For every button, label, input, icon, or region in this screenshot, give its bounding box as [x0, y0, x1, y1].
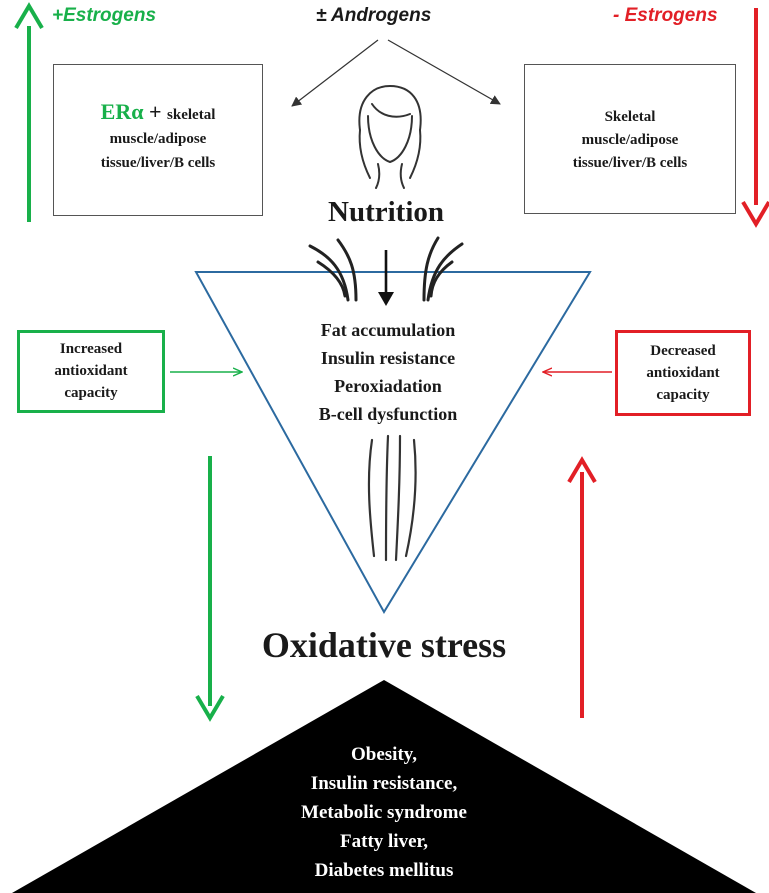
nutrition-flow-icon: [308, 236, 464, 302]
skeletal-line2: muscle/adipose: [581, 132, 679, 148]
era-line3: tissue/liver/B cells: [100, 155, 216, 171]
outcomes-list: Obesity, Insulin resistance, Metabolic s…: [244, 740, 524, 885]
woman-head-icon: [358, 84, 422, 189]
androgen-arrow-right: [387, 39, 501, 105]
estrogen-increase-arrow: [14, 2, 44, 222]
era-line2: muscle/adipose: [109, 131, 207, 147]
skeletal-line3: tissue/liver/B cells: [572, 155, 688, 171]
funnel-item: Peroxiadation: [334, 376, 442, 396]
era-tissue-text: ERα + skeletal muscle/adipose tissue/liv…: [53, 100, 263, 175]
increased-line3: capacity: [64, 385, 118, 401]
decreased-capacity-box: [615, 330, 751, 416]
androgens-label: ± Androgens: [316, 5, 432, 26]
funnel-triangle: [194, 271, 592, 614]
decreased-line3: capacity: [656, 387, 710, 403]
funnel-items: Fat accumulation Insulin resistance Pero…: [268, 316, 508, 428]
increased-line1: Increased: [59, 341, 123, 357]
outcome-item: Insulin resistance,: [310, 773, 458, 794]
outcome-item: Fatty liver,: [340, 831, 428, 852]
outcomes-pyramid: [12, 680, 756, 893]
decreased-line1: Decreased: [650, 343, 716, 359]
skeletal-line1: Skeletal: [604, 109, 656, 125]
funnel-item: Fat accumulation: [320, 320, 456, 340]
skeletal-tissue-box: [524, 64, 736, 214]
androgen-arrow-left: [291, 39, 379, 107]
increased-capacity-box: [17, 330, 165, 413]
era-tissue-box: [53, 64, 263, 216]
oxidative-stress-label: Oxidative stress: [261, 625, 507, 665]
outcome-item: Metabolic syndrome: [301, 802, 467, 823]
red-up-arrow: [567, 456, 597, 718]
funnel-item: B-cell dysfunction: [318, 404, 458, 424]
increased-line2: antioxidant: [54, 363, 128, 379]
era-plus: +: [143, 99, 168, 124]
increased-capacity-text: Increased antioxidant capacity: [17, 338, 165, 404]
estrogen-decrease-arrow: [741, 8, 769, 228]
skeletal-tissue-text: Skeletal muscle/adipose tissue/liver/B c…: [524, 106, 736, 175]
funnel-item: Insulin resistance: [320, 348, 456, 368]
plus-estrogens-label: +Estrogens: [52, 5, 157, 26]
outcome-item: Obesity,: [351, 744, 417, 765]
outcome-item: Diabetes mellitus: [314, 860, 454, 881]
nutrition-label: Nutrition: [328, 196, 444, 228]
era-label: ERα: [100, 99, 144, 124]
decreased-capacity-text: Decreased antioxidant capacity: [615, 340, 751, 406]
era-line1: skeletal: [167, 107, 216, 123]
minus-estrogens-label: - Estrogens: [613, 5, 718, 26]
woman-legs-icon: [367, 434, 417, 562]
green-down-arrow: [195, 456, 225, 722]
decreased-line2: antioxidant: [646, 365, 720, 381]
